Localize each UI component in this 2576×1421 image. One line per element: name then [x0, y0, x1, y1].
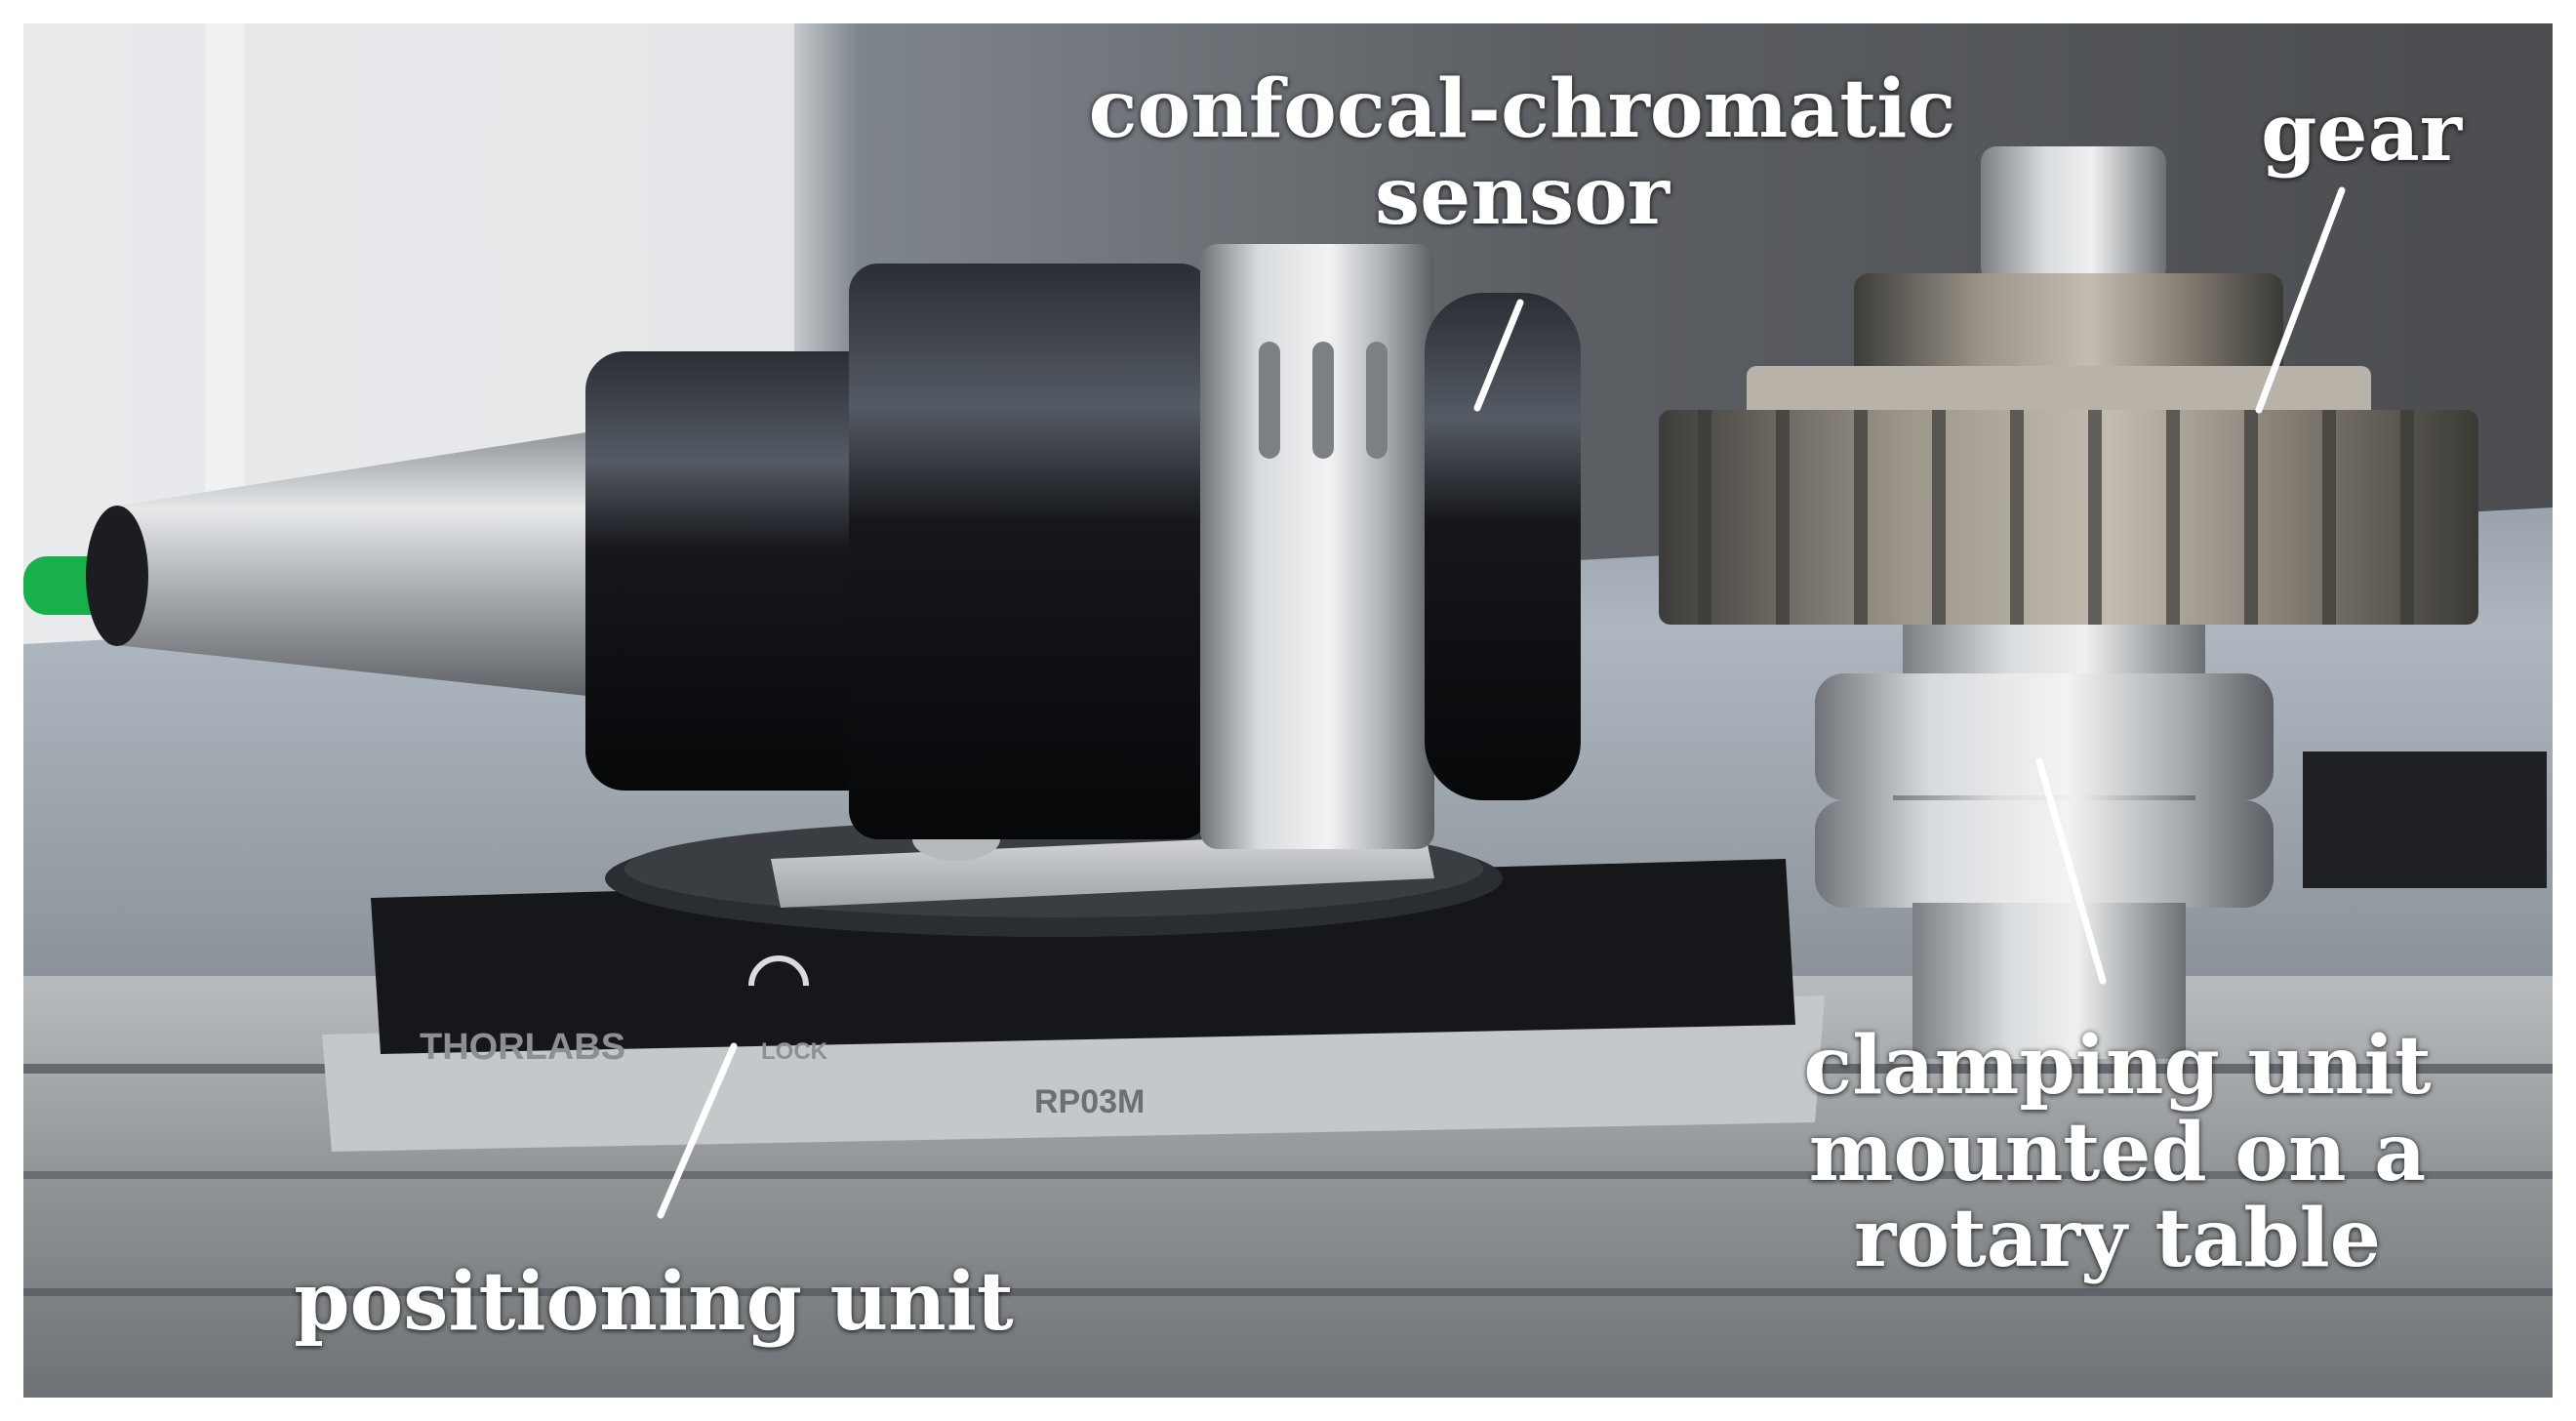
lock-icon — [748, 955, 809, 987]
gear-shaft-top — [1981, 146, 2166, 283]
gear-teeth — [1698, 410, 2414, 625]
stage-brand: THORLABS — [420, 1027, 625, 1068]
gear-leader-line — [2255, 186, 2346, 414]
sensor-tail — [107, 429, 605, 698]
stage-lock-text: LOCK — [761, 1038, 828, 1065]
clamping-leader-line — [2035, 757, 2107, 985]
clamping-unit — [1815, 673, 2274, 800]
sensor-clamp — [1200, 244, 1434, 849]
gear-label: gear — [2261, 86, 2462, 180]
stage-model: RP03M — [1034, 1083, 1145, 1120]
rotary-table — [1912, 903, 2186, 1059]
positioning-leader-line — [657, 1042, 738, 1219]
positioning-unit-label: positioning unit — [294, 1255, 1014, 1349]
sensor-head — [1425, 293, 1581, 800]
sensor-leader-line — [1473, 299, 1524, 412]
clamping-unit-label: clamping unit mounted on a rotary table — [1803, 1019, 2432, 1286]
leader-lines — [657, 186, 2346, 1219]
sensor-label: confocal-chromatic sensor — [1088, 62, 1956, 243]
